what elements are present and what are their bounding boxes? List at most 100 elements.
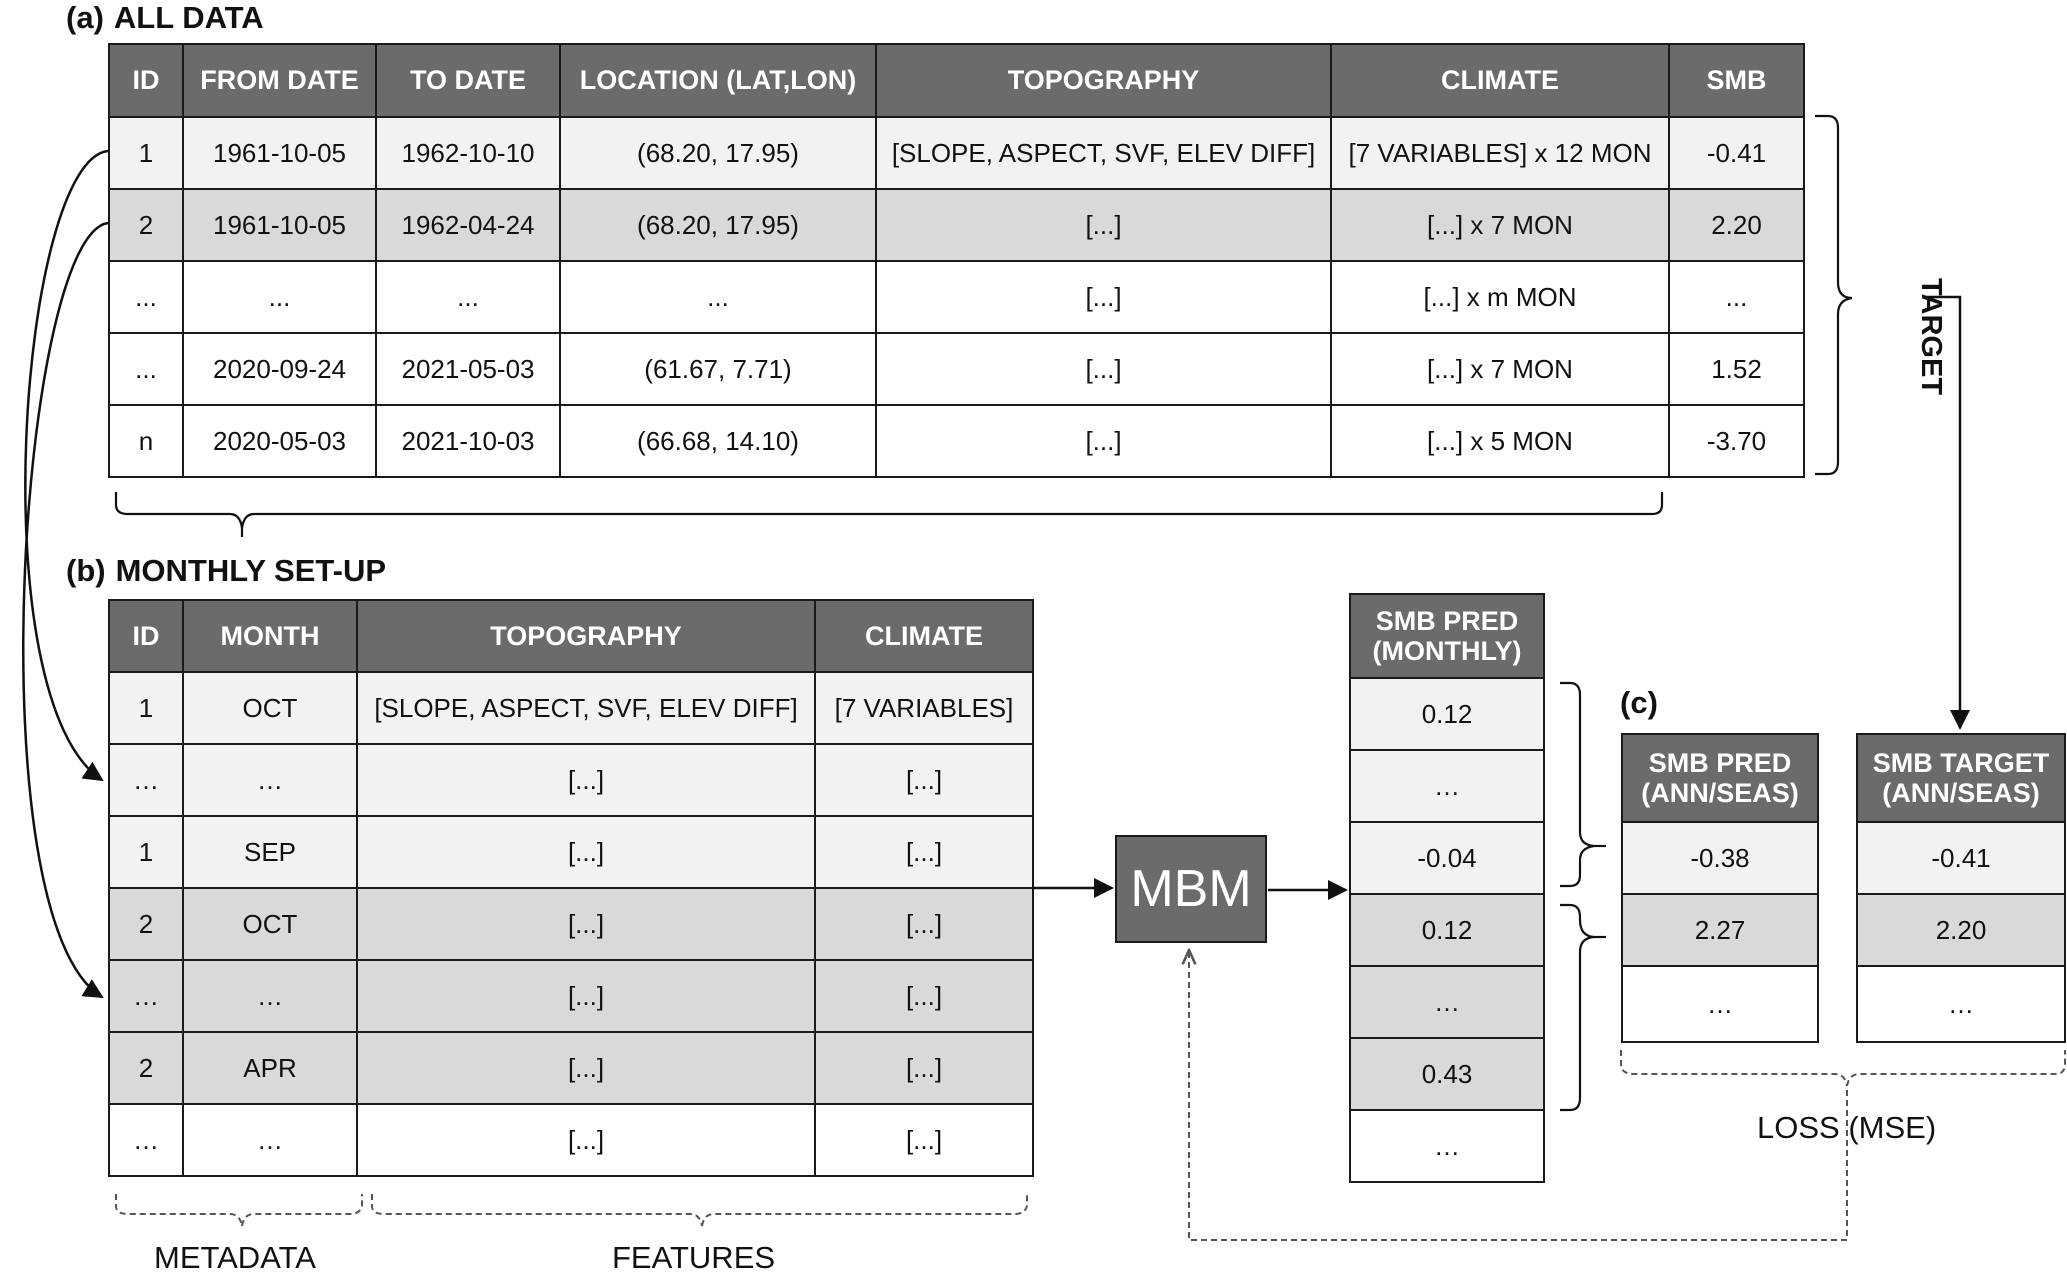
cell: 2 — [108, 188, 184, 262]
monthly-header-row: ID MONTH TOPOGRAPHY CLIMATE — [108, 599, 1034, 673]
cell: … — [182, 959, 358, 1033]
row2-to-monthly-arrow — [22, 221, 109, 999]
cell: [...] — [356, 1103, 816, 1177]
cell: [...] — [875, 332, 1332, 406]
cell: 1961-10-05 — [182, 116, 377, 190]
section-a-title: (a) ALL DATA — [66, 0, 264, 36]
cell: … — [1349, 1109, 1545, 1183]
table-row: 2.27 — [1621, 893, 1819, 967]
cell: 1 — [108, 671, 184, 745]
cell: … — [1349, 965, 1545, 1039]
loss-label: LOSS (MSE) — [1757, 1110, 1937, 1145]
cell: [...] x 5 MON — [1330, 404, 1670, 478]
cell: [...] — [814, 1031, 1034, 1105]
cell: OCT — [182, 671, 358, 745]
table-row: … … [...] [...] — [108, 743, 1034, 817]
section-a-heading: ALL DATA — [113, 0, 264, 35]
cell: 2021-05-03 — [375, 332, 561, 406]
table-row: 2 APR [...] [...] — [108, 1031, 1034, 1105]
section-b-heading: MONTHLY SET-UP — [115, 553, 387, 588]
features-brace — [371, 1194, 1028, 1227]
pred-brace-1 — [1560, 681, 1595, 888]
cell: [...] — [814, 815, 1034, 889]
smb-target-ann-header-line2: (ANN/SEAS) — [1882, 778, 2040, 808]
cell: [...] — [356, 1031, 816, 1105]
cell: -0.41 — [1668, 116, 1805, 190]
cell: 1 — [108, 116, 184, 190]
cell: [SLOPE, ASPECT, SVF, ELEV DIFF] — [875, 116, 1332, 190]
all-data-table: ID FROM DATE TO DATE LOCATION (LAT,LON) … — [108, 43, 1805, 478]
cell: 2.27 — [1621, 893, 1819, 967]
table-row: ... ... ... ... [...] [...] x m MON ... — [108, 260, 1805, 334]
cell: … — [108, 959, 184, 1033]
cell: 2 — [108, 1031, 184, 1105]
cell: [...] x 7 MON — [1330, 332, 1670, 406]
table-row: 0.43 — [1349, 1037, 1545, 1111]
col-header-climate: CLIMATE — [1330, 43, 1670, 118]
table-row: … … [...] [...] — [108, 959, 1034, 1033]
features-label: FEATURES — [612, 1240, 776, 1275]
table-row: ... 2020-09-24 2021-05-03 (61.67, 7.71) … — [108, 332, 1805, 406]
table-row: n 2020-05-03 2021-10-03 (66.68, 14.10) [… — [108, 404, 1805, 478]
smb-target-ann-table: SMB TARGET (ANN/SEAS) -0.41 2.20 … — [1856, 733, 2066, 1043]
cell: … — [108, 1103, 184, 1177]
smb-pred-ann-table: SMB PRED (ANN/SEAS) -0.38 2.27 … — [1621, 733, 1819, 1043]
cell: -3.70 — [1668, 404, 1805, 478]
cell: [...] — [875, 404, 1332, 478]
table-row: -0.38 — [1621, 821, 1819, 895]
cell: 1961-10-05 — [182, 188, 377, 262]
target-brace — [1815, 114, 1853, 476]
mbm-model-box: MBM — [1115, 835, 1267, 943]
cell: SEP — [182, 815, 358, 889]
all-data-brace — [114, 492, 1664, 537]
cell: 1.52 — [1668, 332, 1805, 406]
cell: -0.38 — [1621, 821, 1819, 895]
cell: [SLOPE, ASPECT, SVF, ELEV DIFF] — [356, 671, 816, 745]
col-header-climate: CLIMATE — [814, 599, 1034, 673]
table-row: … — [1349, 749, 1545, 823]
cell: … — [182, 1103, 358, 1177]
cell: [...] — [814, 959, 1034, 1033]
loss-brace — [1620, 1050, 2066, 1087]
smb-target-ann-header: SMB TARGET (ANN/SEAS) — [1856, 733, 2066, 823]
smb-pred-ann-header-row: SMB PRED (ANN/SEAS) — [1621, 733, 1819, 823]
cell: [...] x 7 MON — [1330, 188, 1670, 262]
section-a-tag: (a) — [66, 0, 104, 35]
cell: … — [1856, 965, 2066, 1043]
col-header-topography: TOPOGRAPHY — [875, 43, 1332, 118]
cell: ... — [559, 260, 877, 334]
mbm-label: MBM — [1130, 860, 1252, 918]
cell: OCT — [182, 887, 358, 961]
col-header-topography: TOPOGRAPHY — [356, 599, 816, 673]
cell: n — [108, 404, 184, 478]
col-header-smb: SMB — [1668, 43, 1805, 118]
cell: (66.68, 14.10) — [559, 404, 877, 478]
cell: 0.43 — [1349, 1037, 1545, 1111]
col-header-location: LOCATION (LAT,LON) — [559, 43, 877, 118]
cell: [7 VARIABLES] — [814, 671, 1034, 745]
cell: ... — [108, 260, 184, 334]
cell: (68.20, 17.95) — [559, 116, 877, 190]
table-row: … — [1856, 965, 2066, 1043]
smb-pred-monthly-header: SMB PRED (MONTHLY) — [1349, 593, 1545, 679]
cell: … — [1349, 749, 1545, 823]
all-data-header-row: ID FROM DATE TO DATE LOCATION (LAT,LON) … — [108, 43, 1805, 118]
pred-brace-2 — [1560, 903, 1595, 1112]
table-row: 1 1961-10-05 1962-10-10 (68.20, 17.95) [… — [108, 116, 1805, 190]
smb-pred-ann-header-line2: (ANN/SEAS) — [1641, 778, 1799, 808]
cell: [...] — [875, 260, 1332, 334]
cell: -0.41 — [1856, 821, 2066, 895]
cell: (61.67, 7.71) — [559, 332, 877, 406]
table-row: 2 1961-10-05 1962-04-24 (68.20, 17.95) [… — [108, 188, 1805, 262]
cell: 0.12 — [1349, 893, 1545, 967]
cell: 2.20 — [1856, 893, 2066, 967]
cell: (68.20, 17.95) — [559, 188, 877, 262]
cell: 2.20 — [1668, 188, 1805, 262]
cell: [...] — [814, 1103, 1034, 1177]
col-header-id: ID — [108, 43, 184, 118]
table-row: 2.20 — [1856, 893, 2066, 967]
table-row: 1 OCT [SLOPE, ASPECT, SVF, ELEV DIFF] [7… — [108, 671, 1034, 745]
table-row: 0.12 — [1349, 893, 1545, 967]
cell: APR — [182, 1031, 358, 1105]
cell: [...] — [814, 743, 1034, 817]
